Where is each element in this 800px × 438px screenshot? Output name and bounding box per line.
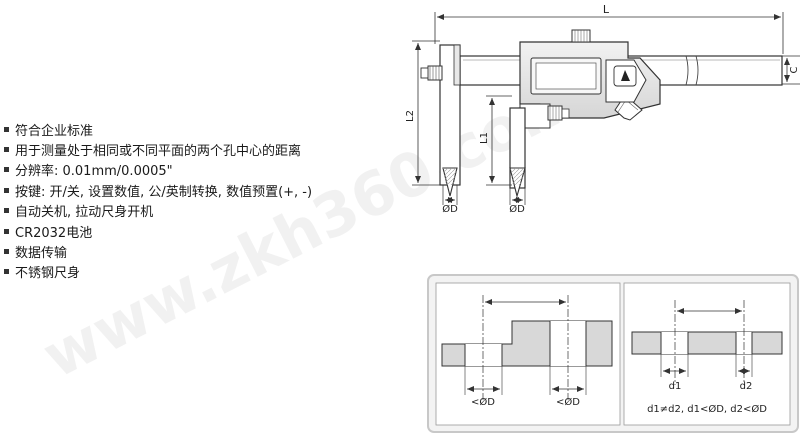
- feature-text: 数据传输: [15, 246, 68, 262]
- feature-list: 符合企业标准 用于测量处于相同或不同平面的两个孔中心的距离 分辨率: 0.01m…: [4, 119, 312, 282]
- feature-item: 不锈钢尺身: [4, 262, 312, 282]
- label-OD-left: ØD: [442, 203, 458, 215]
- bullet: [4, 208, 9, 214]
- label-hole1: <ØD: [471, 396, 495, 408]
- feature-text: CR2032电池: [15, 225, 93, 241]
- label-C: C: [789, 66, 800, 73]
- feature-text: 不锈钢尺身: [15, 266, 81, 282]
- feature-text: 符合企业标准: [15, 123, 94, 139]
- beam-break: [685, 55, 689, 86]
- label-d2: d2: [740, 381, 753, 392]
- feature-text: 自动关机, 拉动尺身开机: [15, 205, 154, 221]
- bullet: [4, 187, 9, 193]
- usage-diagram: <ØD <ØD d1 d2 d1≠d2, d1<ØD, d2<ØD: [427, 274, 799, 433]
- label-OD-right: ØD: [509, 203, 525, 215]
- feature-item: 自动关机, 拉动尺身开机: [4, 201, 312, 221]
- bullet: [4, 126, 9, 132]
- bullet: [4, 167, 9, 173]
- label-hole2: <ØD: [556, 396, 580, 408]
- feature-text: 按键: 开/关, 设置数值, 公/英制转换, 数值预置(+, -): [15, 184, 313, 200]
- label-L1: L1: [479, 132, 490, 144]
- label-L: L: [603, 3, 610, 16]
- bullet: [4, 147, 9, 153]
- caliper-drawing: L C L2: [405, 3, 800, 215]
- hole-d1: [661, 332, 688, 354]
- feature-item: 分辨率: 0.01mm/0.0005": [4, 160, 312, 180]
- triangle-icon: [621, 70, 630, 81]
- bullet: [4, 228, 9, 234]
- feature-item: CR2032电池: [4, 221, 312, 241]
- label-condition: d1≠d2, d1<ØD, d2<ØD: [647, 403, 767, 415]
- feature-item: 按键: 开/关, 设置数值, 公/英制转换, 数值预置(+, -): [4, 180, 312, 200]
- flat-workpiece: [631, 331, 783, 355]
- bullet: [4, 249, 9, 255]
- label-d1: d1: [669, 381, 682, 392]
- feature-item: 符合企业标准: [4, 119, 312, 139]
- feature-text: 用于测量处于相同或不同平面的两个孔中心的距离: [15, 144, 302, 160]
- feature-text: 分辨率: 0.01mm/0.0005": [15, 164, 173, 180]
- label-L2: L2: [405, 110, 416, 122]
- feature-item: 数据传输: [4, 241, 312, 261]
- feature-item: 用于测量处于相同或不同平面的两个孔中心的距离: [4, 139, 312, 159]
- bullet: [4, 269, 9, 275]
- hole-1: [465, 344, 502, 366]
